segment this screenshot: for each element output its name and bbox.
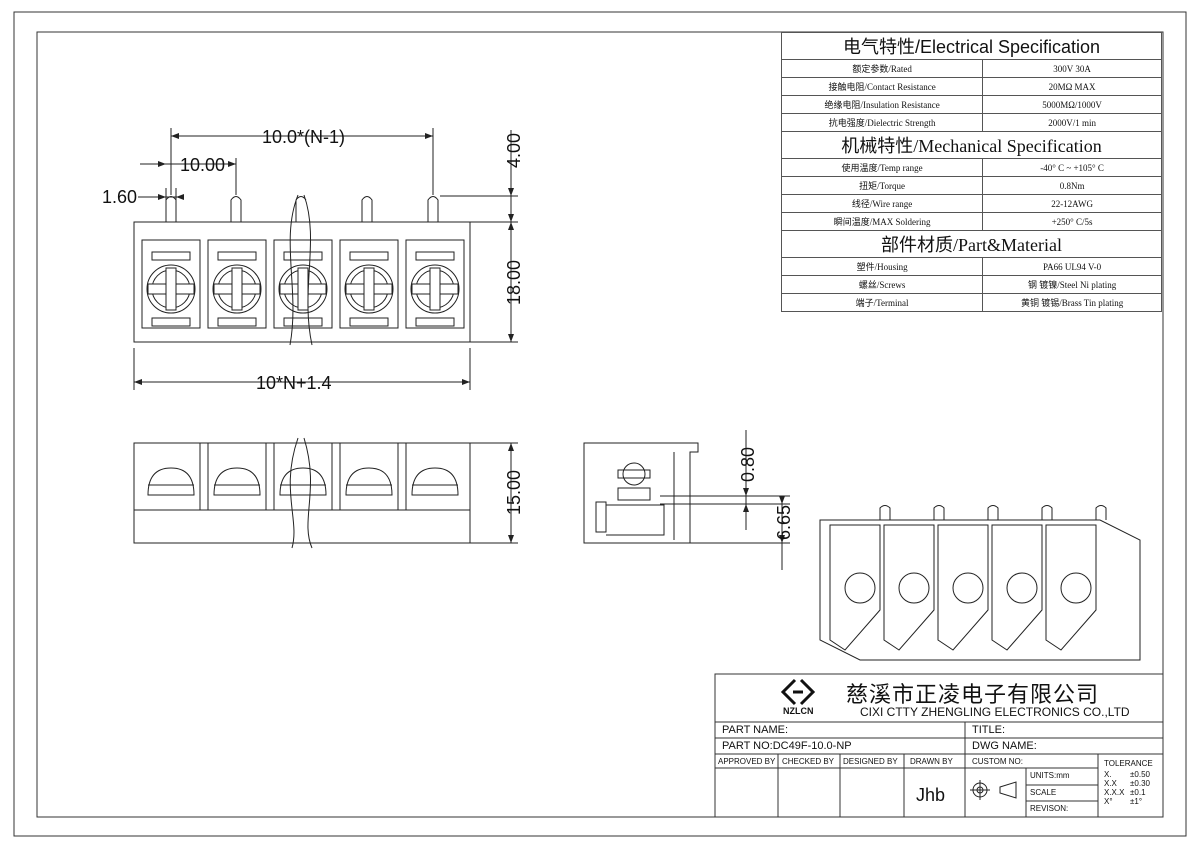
spec-value: 22-12AWG	[982, 194, 1162, 213]
break-line	[289, 194, 299, 346]
inner-frame	[36, 31, 1164, 818]
title-label: TITLE:	[972, 724, 1006, 736]
spec-label: 端子/Terminal	[780, 293, 984, 312]
top-body	[133, 221, 471, 343]
part-no: PART NO:DC49F-10.0-NP	[722, 740, 852, 752]
spec-label: 使用温度/Temp range	[780, 158, 984, 177]
dim-pin-height: 4.00	[504, 133, 524, 168]
top-arrowheads	[134, 133, 514, 385]
break-line	[303, 194, 313, 346]
dim-pin-thickness: 0.80	[738, 447, 758, 482]
spec-label: 扭矩/Torque	[780, 176, 984, 195]
side-view	[583, 442, 747, 544]
spec-row: 瞬间温度/MAX Soldering+250° C/5s	[780, 212, 1162, 231]
spec-value: -40° C ~ +105° C	[982, 158, 1162, 177]
spec-label: 螺丝/Screws	[780, 275, 984, 294]
dim-pitch: 10.00	[180, 155, 225, 175]
spec-value: 黄铜 镀锡/Brass Tin plating	[982, 293, 1162, 312]
approved-by-label: APPROVED BY	[718, 757, 776, 766]
dim-pitch-total: 10.0*(N-1)	[262, 127, 345, 147]
logo-text: NZLCN	[783, 706, 814, 716]
dim-side-height: 15.00	[504, 470, 524, 515]
tolerance-title: TOLERANCE	[1104, 759, 1153, 768]
drawn-by-label: DRAWN BY	[910, 757, 953, 766]
dwg-name-label: DWG NAME:	[972, 740, 1037, 752]
company-logo	[780, 678, 816, 706]
checked-by-label: CHECKED BY	[782, 757, 835, 766]
part-name-label: PART NAME:	[722, 724, 789, 736]
custom-no-label: CUSTOM NO:	[972, 757, 1023, 766]
designed-by-label: DESIGNED BY	[843, 757, 898, 766]
spec-label: 抗电强度/Dielectric Strength	[780, 113, 984, 132]
dim-pin-width: 1.60	[102, 187, 137, 207]
company-name-cn: 慈溪市正凌电子有限公司	[846, 682, 1100, 707]
spec-label: 绝缘电阻/Insulation Resistance	[780, 95, 984, 114]
title-block-grid	[714, 673, 1164, 818]
tolerance-row: X.X.X±0.1	[1104, 788, 1146, 797]
projection-symbol	[970, 780, 1017, 800]
company-name-en: CIXI CTTY ZHENGLING ELECTRONICS CO.,LTD	[860, 705, 1130, 719]
outer-frame	[13, 11, 1187, 837]
dim-body-height: 18.00	[504, 260, 524, 305]
tolerance-list: X.±0.50 X.X±0.30 X.X.X±0.1 X°±1°	[1104, 770, 1150, 806]
dim-pin-offset: 6.65	[774, 505, 794, 540]
spec-label: 塑件/Housing	[780, 257, 984, 276]
spec-value: 20MΩ MAX	[982, 77, 1162, 96]
scale-label: SCALE	[1030, 788, 1057, 797]
isometric-view	[819, 505, 1141, 661]
spec-value: PA66 UL94 V-0	[982, 257, 1162, 276]
mechanical-spec-title: 机械特性/Mechanical Specification	[781, 131, 1162, 159]
tolerance-row: X.±0.50	[1104, 770, 1150, 779]
tolerance-row: X.X±0.30	[1104, 779, 1150, 788]
spec-label: 线径/Wire range	[780, 194, 984, 213]
spec-label: 瞬间温度/MAX Soldering	[780, 212, 984, 231]
top-pins	[165, 196, 439, 222]
dim-total-length: 10*N+1.4	[256, 373, 332, 393]
top-dimension-lines	[133, 128, 518, 390]
drawn-by-value: Jhb	[916, 785, 946, 805]
spec-row: 使用温度/Temp range-40° C ~ +105° C	[780, 158, 1162, 177]
spec-value: 2000V/1 min	[982, 113, 1162, 132]
top-screws	[146, 251, 460, 327]
front-view	[133, 437, 518, 549]
spec-value: 钢 镀镍/Steel Ni plating	[982, 275, 1162, 294]
material-spec-title: 部件材质/Part&Material	[781, 230, 1162, 258]
spec-value: 300V 30A	[982, 59, 1162, 78]
spec-label: 接触电阻/Contact Resistance	[780, 77, 984, 96]
electrical-spec-title: 电气特性/Electrical Specification	[781, 32, 1162, 60]
tolerance-row: X°±1°	[1104, 797, 1143, 806]
specification-table: 电气特性/Electrical Specification 额定参数/Rated…	[780, 32, 1162, 312]
spec-value: +250° C/5s	[982, 212, 1162, 231]
units-label: UNITS:mm	[1030, 771, 1070, 780]
revision-label: REVISON:	[1030, 804, 1069, 813]
spec-label: 额定参数/Rated	[780, 59, 984, 78]
top-cells	[141, 239, 465, 329]
top-view	[133, 194, 471, 346]
spec-value: 5000MΩ/1000V	[982, 95, 1162, 114]
spec-value: 0.8Nm	[982, 176, 1162, 195]
